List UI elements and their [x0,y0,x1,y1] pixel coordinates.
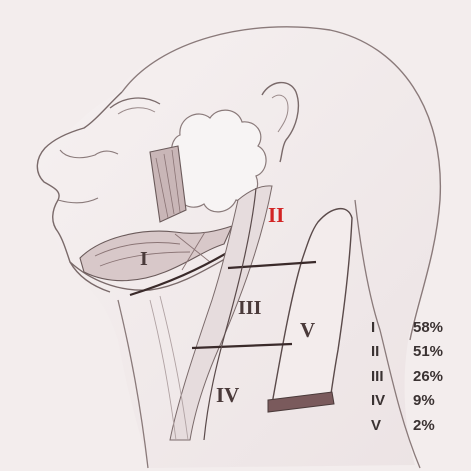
legend-row: II 51% [371,340,463,364]
legend-value: 26% [413,365,443,389]
region-label-I: I [140,249,148,269]
legend-row: I 58% [371,316,463,340]
legend-row: V 2% [371,414,463,438]
legend-level: V [371,414,381,438]
legend-value: 51% [413,340,443,364]
legend-level: III [371,365,384,389]
legend-level: II [371,340,379,364]
metastasis-legend: I 58% II 51% III 26% IV 9% V 2% [371,316,463,438]
legend-value: 58% [413,316,443,340]
legend-level: I [371,316,375,340]
region-label-III: III [238,298,261,318]
legend-level: IV [371,389,385,413]
legend-row: III 26% [371,365,463,389]
region-label-IV: IV [216,385,239,406]
legend-row: IV 9% [371,389,463,413]
region-label-II: II [268,205,284,226]
legend-value: 9% [413,389,435,413]
legend-value: 2% [413,414,435,438]
region-label-V: V [300,320,315,341]
